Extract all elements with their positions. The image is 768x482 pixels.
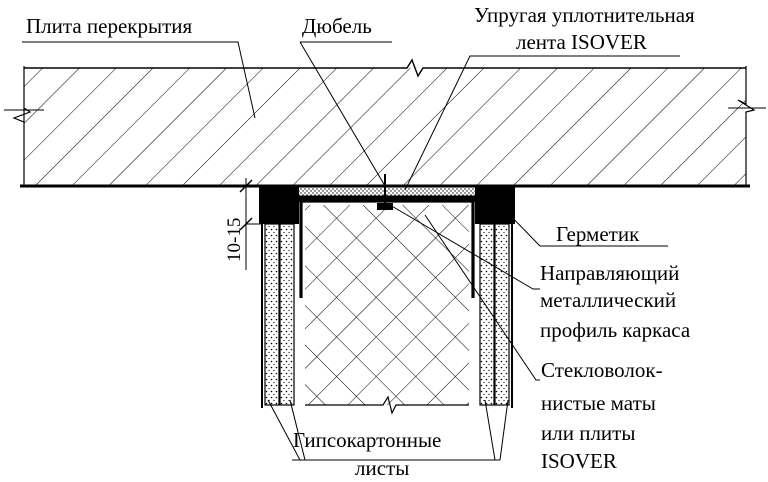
label-gypsum-line1: Гипсокартонные <box>293 428 441 452</box>
label-tape-line2: лента ISOVER <box>516 30 647 54</box>
label-profile-line1: Направляющий <box>540 261 679 285</box>
glass-wool-mats <box>305 205 469 415</box>
leader-gypsum-1 <box>267 399 301 461</box>
label-profile-line3: профиль каркаса <box>540 318 691 342</box>
label-slab: Плита перекрытия <box>26 14 192 38</box>
label-sealant: Герметик <box>556 222 640 246</box>
label-mats-line3: или плиты <box>541 421 635 445</box>
leader-sealant <box>499 204 668 247</box>
gypsum-boards-right <box>479 223 513 408</box>
label-mats-line2: нистые маты <box>541 391 656 415</box>
label-mats-line1: Стекловолок- <box>541 358 663 382</box>
gypsum-boards-left <box>261 223 295 408</box>
leader-slab <box>22 41 256 119</box>
leader-gypsum-3 <box>484 399 496 461</box>
label-mats-line4: ISOVER <box>541 449 617 473</box>
sealant <box>259 186 515 224</box>
label-profile-line2: металлический <box>540 288 676 312</box>
guide-profile <box>294 196 480 298</box>
dimension-gap: 10-15 <box>224 178 262 270</box>
leader-dowel <box>299 41 386 187</box>
leader-lines <box>22 41 680 461</box>
dimension-text: 10-15 <box>224 218 245 262</box>
leader-gypsum-4 <box>499 399 509 461</box>
leader-mats <box>424 214 540 381</box>
leader-gypsum-2 <box>289 399 306 461</box>
floor-slab <box>4 58 766 188</box>
label-dowel: Дюбель <box>302 14 372 38</box>
label-tape-line1: Упругая уплотнительная <box>474 3 695 27</box>
label-gypsum-line2: листы <box>355 456 409 480</box>
leader-tape <box>404 55 680 191</box>
